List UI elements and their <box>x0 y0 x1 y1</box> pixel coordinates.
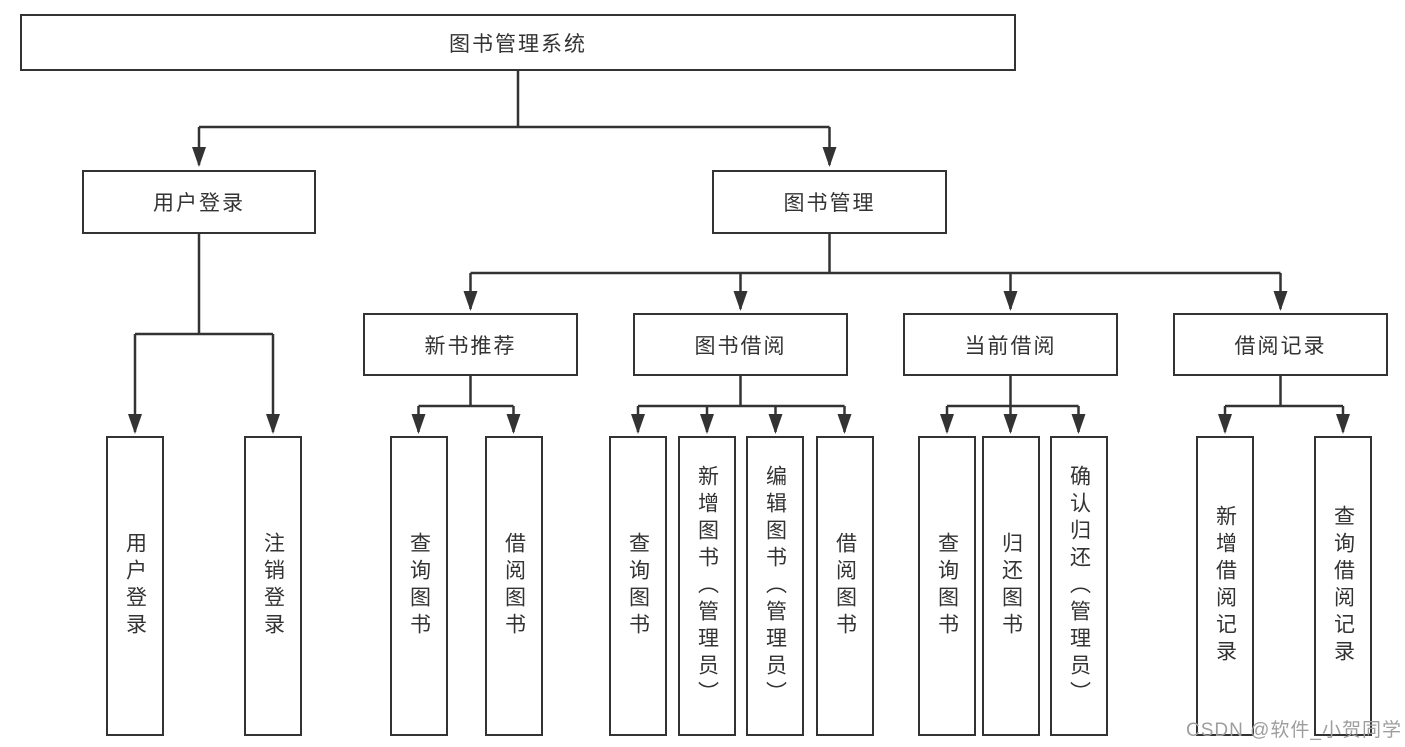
node-label: 注销登录 <box>261 532 285 640</box>
node-label: 借阅图书 <box>502 532 526 640</box>
leaf-add-book-admin: 新增图书（管理员） <box>678 436 736 736</box>
node-book-management: 图书管理 <box>712 170 947 234</box>
node-label: 确认归还（管理员） <box>1067 464 1091 708</box>
node-label: 新书推荐 <box>424 334 517 358</box>
leaf-query-books-borrowing: 查询图书 <box>609 436 667 736</box>
node-label: 新增借阅记录 <box>1213 505 1237 667</box>
leaf-edit-book-admin: 编辑图书（管理员） <box>746 436 804 736</box>
node-user-login: 用户登录 <box>82 170 316 234</box>
node-current-borrowing: 当前借阅 <box>903 313 1118 376</box>
node-label: 图书借阅 <box>694 334 787 358</box>
leaf-user-login: 用户登录 <box>106 436 164 736</box>
node-label: 借阅图书 <box>833 532 857 640</box>
node-label: 用户登录 <box>153 192 245 215</box>
node-borrow-records: 借阅记录 <box>1173 313 1388 376</box>
watermark: CSDN @软件_小贺同学 <box>1186 720 1402 741</box>
node-label: 查询图书 <box>935 532 959 640</box>
node-label: 用户登录 <box>123 532 147 640</box>
node-label: 图书管理系统 <box>449 32 587 56</box>
leaf-add-borrow-record: 新增借阅记录 <box>1196 436 1254 736</box>
node-label: 归还图书 <box>999 532 1023 640</box>
node-new-book-recommend: 新书推荐 <box>363 313 578 376</box>
node-book-borrowing: 图书借阅 <box>633 313 848 376</box>
leaf-query-borrow-record: 查询借阅记录 <box>1314 436 1372 736</box>
node-label: 借阅记录 <box>1234 334 1327 358</box>
leaf-borrow-books-borrowing: 借阅图书 <box>816 436 874 736</box>
node-label: 新增图书（管理员） <box>695 464 719 708</box>
leaf-confirm-return-admin: 确认归还（管理员） <box>1050 436 1108 736</box>
node-label: 图书管理 <box>783 192 876 215</box>
node-label: 编辑图书（管理员） <box>763 464 787 708</box>
leaf-return-books: 归还图书 <box>982 436 1040 736</box>
node-library-system: 图书管理系统 <box>20 14 1016 71</box>
leaf-query-books-current: 查询图书 <box>918 436 976 736</box>
leaf-query-books-recommend: 查询图书 <box>390 436 448 736</box>
leaf-logout: 注销登录 <box>244 436 302 736</box>
node-label: 当前借阅 <box>964 334 1057 358</box>
node-label: 查询图书 <box>407 532 431 640</box>
node-label: 查询图书 <box>626 532 650 640</box>
node-label: 查询借阅记录 <box>1331 505 1355 667</box>
leaf-borrow-books-recommend: 借阅图书 <box>485 436 543 736</box>
